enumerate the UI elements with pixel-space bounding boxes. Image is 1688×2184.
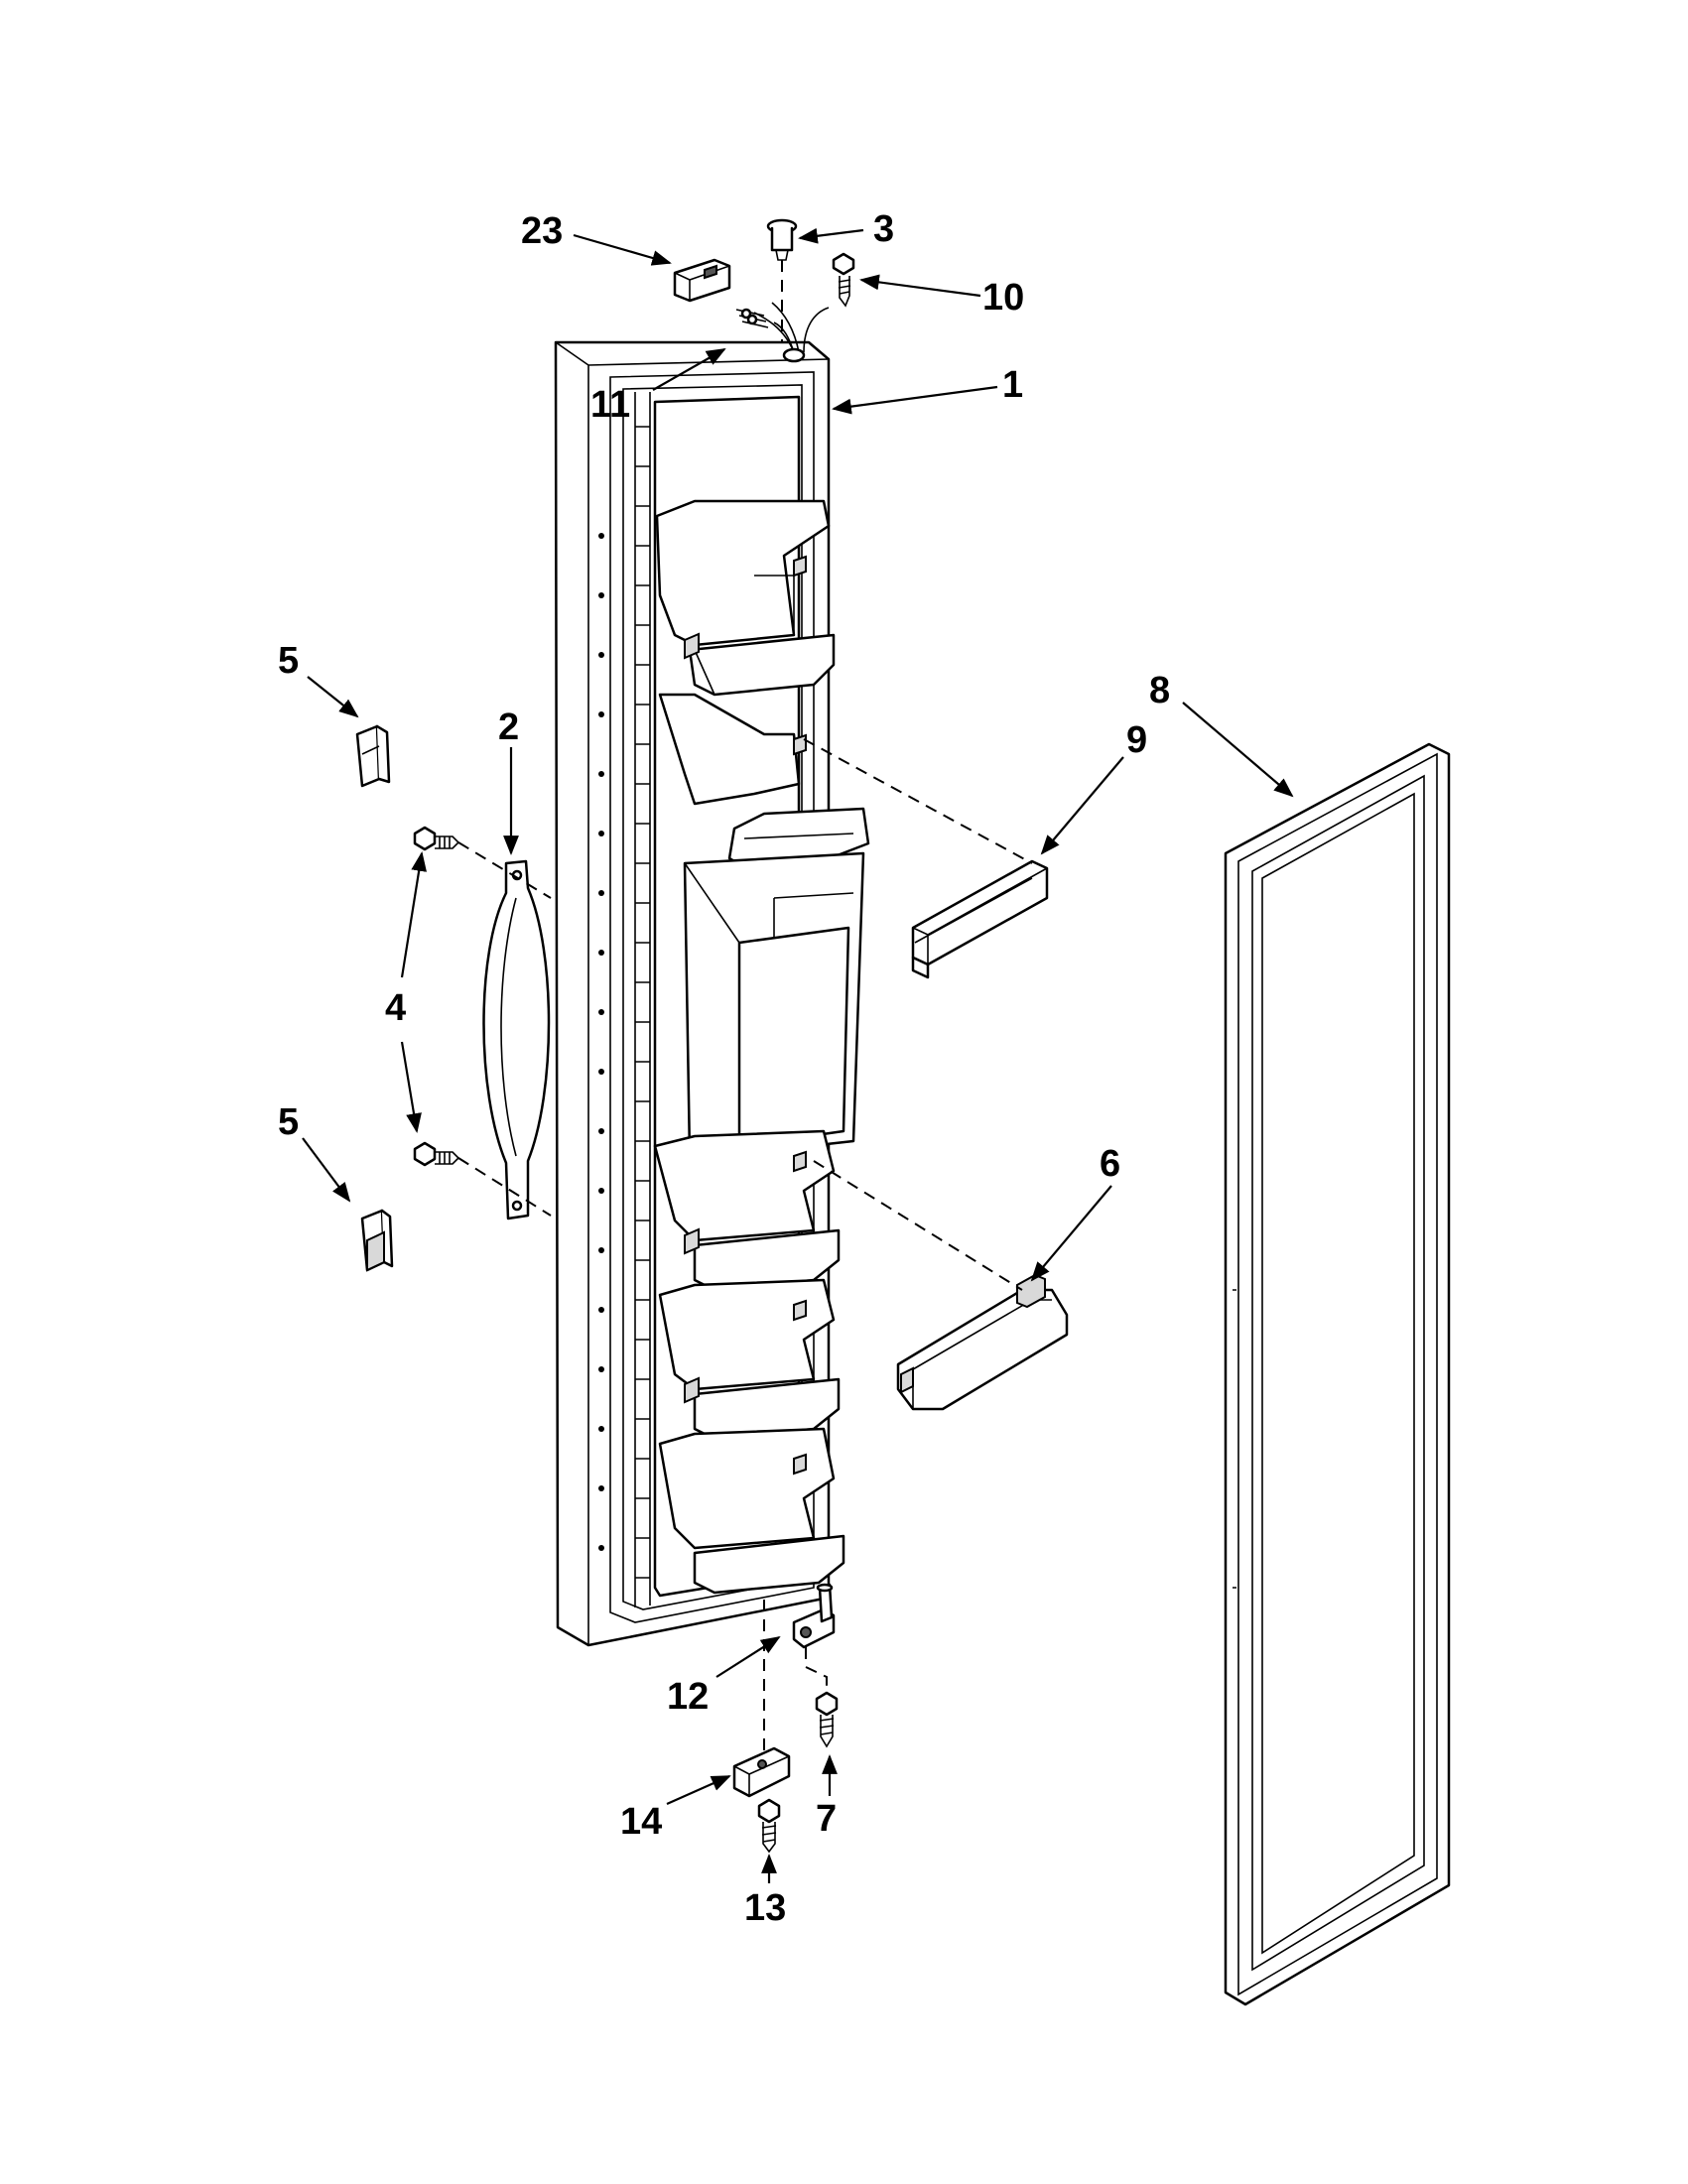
callout-4: 4 xyxy=(385,987,406,1029)
callout-5-lower: 5 xyxy=(278,1101,299,1143)
door-edge-holes xyxy=(598,533,604,1551)
callout-7: 7 xyxy=(816,1798,837,1840)
door-bin-part-6 xyxy=(896,1273,1069,1411)
wire-part-11 xyxy=(735,308,769,328)
clip-part-5-lower xyxy=(360,1209,394,1272)
callout-13: 13 xyxy=(744,1887,786,1929)
connector-part-23 xyxy=(673,258,731,303)
trim-part-9 xyxy=(911,859,1049,979)
callout-leaders xyxy=(302,227,1294,1883)
callout-12: 12 xyxy=(667,1676,709,1718)
door-shelf-lower-2 xyxy=(658,1278,841,1441)
door-shelf-lower-1 xyxy=(653,1129,841,1292)
callout-1: 1 xyxy=(1002,364,1023,406)
screw-part-13 xyxy=(757,1798,781,1854)
callout-labels: 23 3 10 11 1 5 2 4 5 8 9 6 12 14 7 13 xyxy=(278,208,1170,1929)
screw-part-4-lower xyxy=(413,1141,460,1167)
callout-11: 11 xyxy=(590,384,630,426)
callout-9: 9 xyxy=(1126,719,1147,761)
door-gasket-part-8 xyxy=(1224,742,1451,2006)
ice-dispenser-housing xyxy=(683,851,865,1158)
callout-10: 10 xyxy=(982,277,1024,319)
door-assembly xyxy=(554,302,870,1647)
screw-part-10 xyxy=(832,252,855,308)
assembly-dashed-lines xyxy=(457,260,1033,1756)
door-shelf-middle xyxy=(658,693,870,875)
hinge-block-part-14 xyxy=(732,1746,791,1798)
callout-8: 8 xyxy=(1149,670,1170,711)
screw-part-4-upper xyxy=(413,826,460,851)
callout-2: 2 xyxy=(498,707,519,748)
callout-6: 6 xyxy=(1100,1143,1120,1185)
door-handle-part-2 xyxy=(482,859,551,1220)
callout-23: 23 xyxy=(521,210,563,252)
door-shelf-lower-3 xyxy=(658,1427,845,1595)
clip-part-5-upper xyxy=(355,724,391,788)
door-shelf-top xyxy=(655,499,836,697)
plug-part-3 xyxy=(766,218,798,261)
door-ladder-rungs xyxy=(635,426,650,1579)
callout-3: 3 xyxy=(873,208,894,250)
hinge-bracket-part-12 xyxy=(792,1583,836,1649)
callout-5-upper: 5 xyxy=(278,640,299,682)
screw-part-7 xyxy=(815,1691,839,1748)
callout-14: 14 xyxy=(620,1801,662,1843)
